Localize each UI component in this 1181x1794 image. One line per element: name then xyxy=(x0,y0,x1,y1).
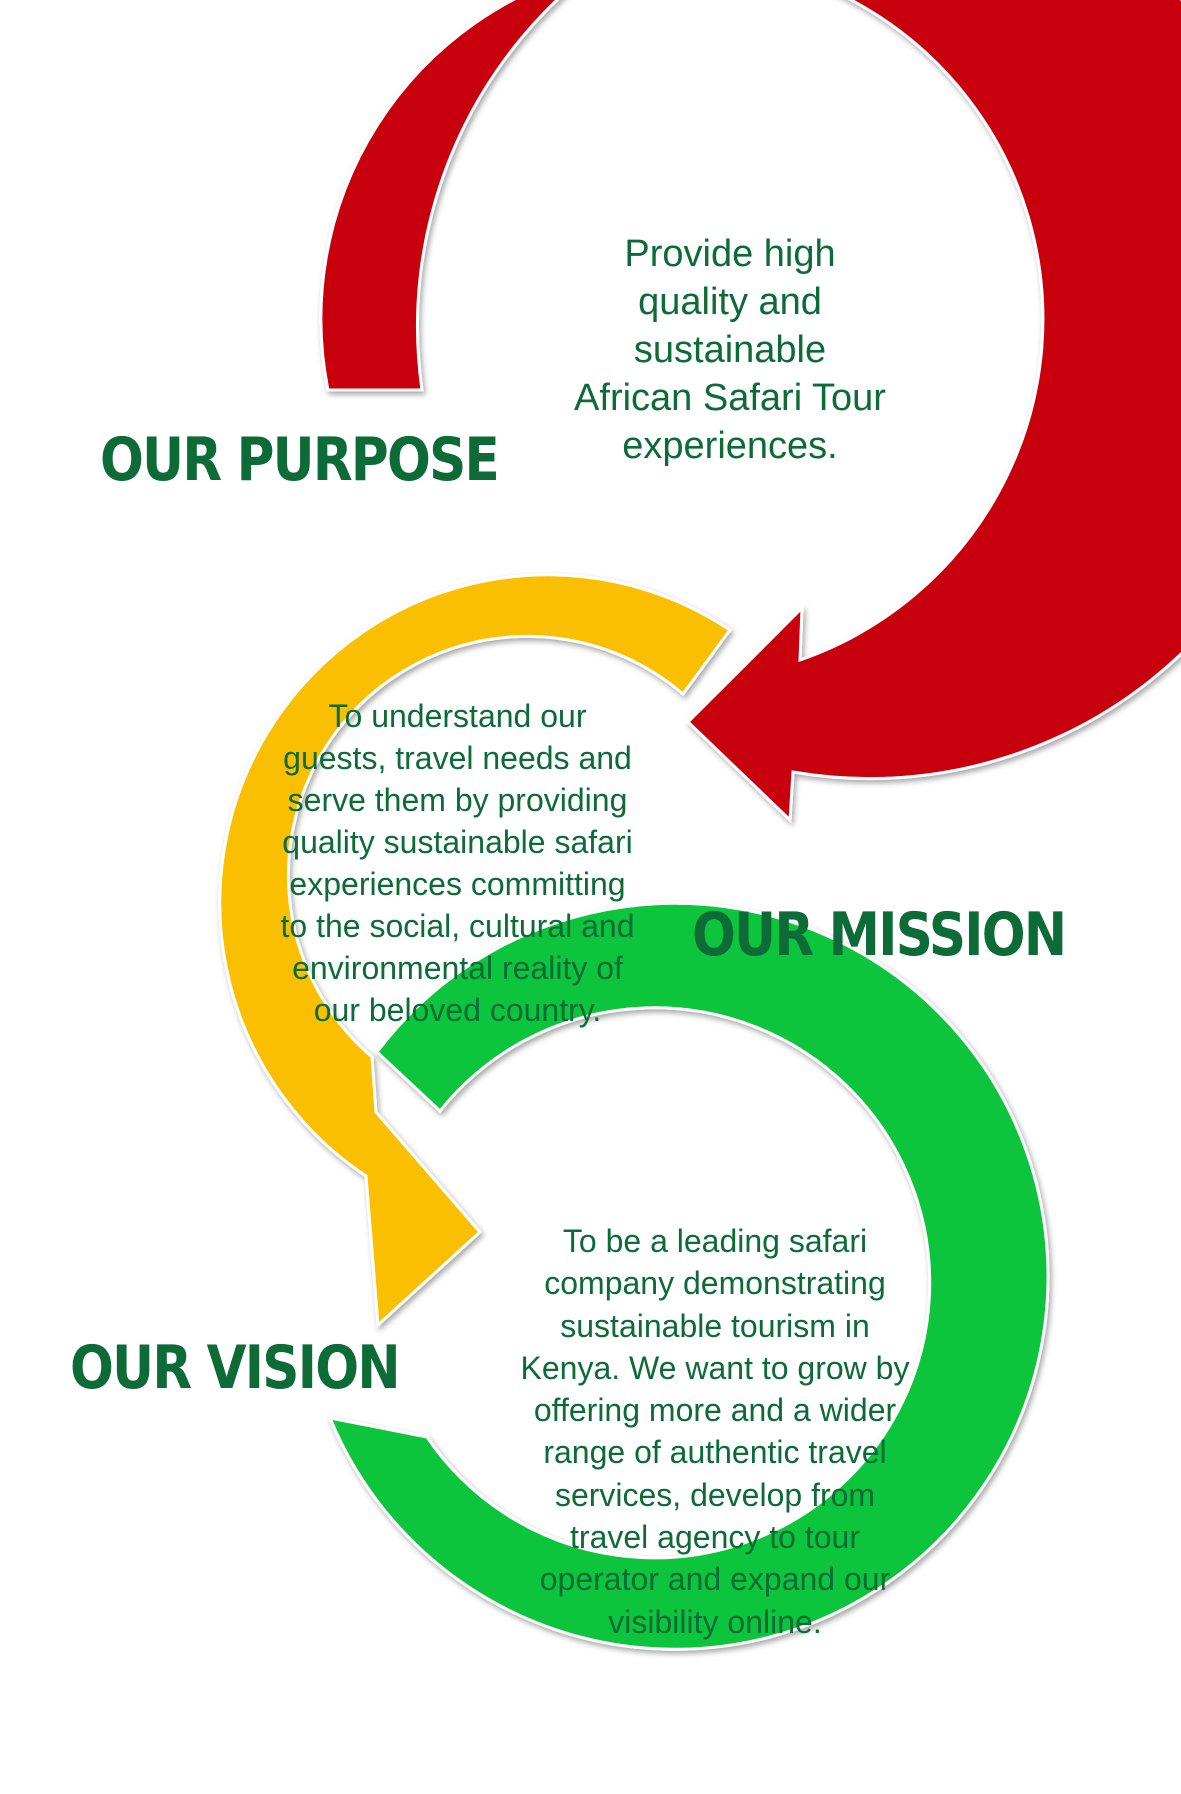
purpose-text: Provide high quality and sustainable Afr… xyxy=(574,233,886,467)
mission-text: To understand our guests, travel needs a… xyxy=(280,698,635,1028)
vision-ring-arrow xyxy=(327,901,1050,1651)
vision-text: To be a leading safari company demonstra… xyxy=(520,1223,910,1640)
mission-arrow xyxy=(218,573,733,1329)
mission-heading: OUR MISSION xyxy=(692,900,1067,970)
purpose-heading: OUR PURPOSE xyxy=(100,425,500,495)
purpose-arrow xyxy=(319,0,1181,824)
vision-heading: OUR VISION xyxy=(70,1333,401,1403)
